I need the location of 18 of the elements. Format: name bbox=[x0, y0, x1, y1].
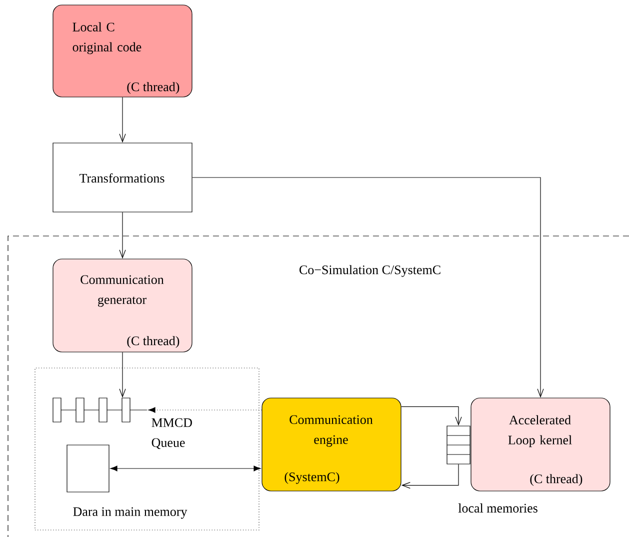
code-box: Local C original code (C thread) bbox=[52, 4, 192, 98]
arrow bbox=[401, 464, 459, 489]
arrow bbox=[119, 352, 126, 398]
queue-drawing bbox=[52, 398, 148, 422]
memory-stack bbox=[446, 426, 470, 464]
data-block bbox=[66, 444, 110, 492]
arrow bbox=[110, 466, 261, 472]
queue-label: MMCD Queue bbox=[152, 418, 192, 449]
arrow bbox=[119, 97, 126, 143]
process-box: Transformations bbox=[52, 142, 192, 212]
arrow bbox=[192, 177, 544, 398]
arrow bbox=[148, 407, 262, 413]
memory-label: local memories bbox=[458, 503, 538, 513]
engine-box: Communication engine (SystemC) bbox=[262, 398, 402, 492]
thread-box: Communication generator (C thread) bbox=[52, 258, 192, 352]
thread-box: Accelerated Loop kernel (C thread) bbox=[470, 398, 610, 492]
arrow bbox=[119, 212, 126, 259]
arrow bbox=[401, 406, 462, 426]
